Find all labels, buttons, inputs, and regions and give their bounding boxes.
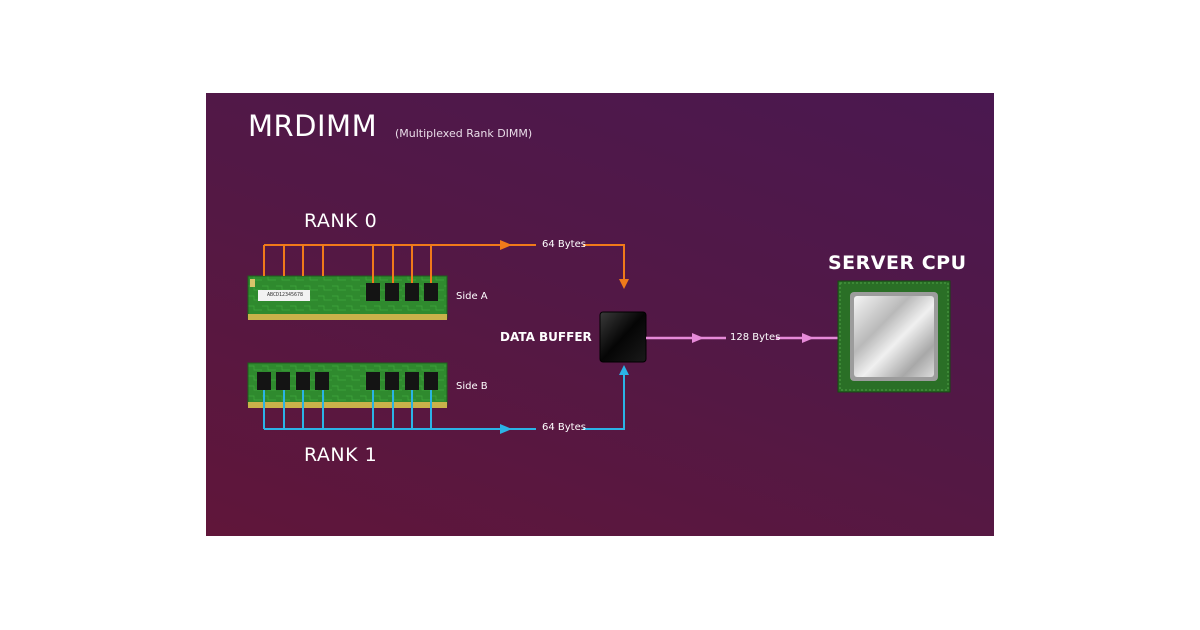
rank0-arrow-down [619,279,629,289]
data-buffer-label: DATA BUFFER [500,330,592,344]
rank0-dimm [247,275,448,320]
diagram-subtitle: (Multiplexed Rank DIMM) [395,127,533,140]
rank1-arrow-right [500,424,512,434]
rank1-dimm [247,362,448,408]
server-cpu-chip [837,280,951,393]
server-cpu-label: SERVER CPU [828,252,967,274]
rank0-side-label: Side A [456,291,488,302]
rank1-connections [263,373,625,430]
rank1-arrow-up [619,365,629,375]
cpu-bytes-label: 128 Bytes [730,332,781,343]
rank0-connections [263,244,625,283]
rank0-label: RANK 0 [304,210,378,232]
rank1-side-label: Side B [456,381,488,392]
rank1-bytes-label: 64 Bytes [542,422,586,433]
rank0-bytes-label: 64 Bytes [542,239,586,250]
diagram-title: MRDIMM [248,109,378,143]
data-buffer-chip [599,311,647,363]
rank0-arrow-right [500,240,512,250]
cpu-arrow-2 [802,333,814,343]
diagram-panel: MRDIMM (Multiplexed Rank DIMM) RANK 0 RA… [206,93,994,536]
cpu-arrow-1 [692,333,704,343]
rank1-label: RANK 1 [304,444,378,466]
rank0-sticker-text: ABCD12345678 [266,292,304,298]
rank0-sticker [258,290,310,301]
diagram-canvas [247,240,951,434]
